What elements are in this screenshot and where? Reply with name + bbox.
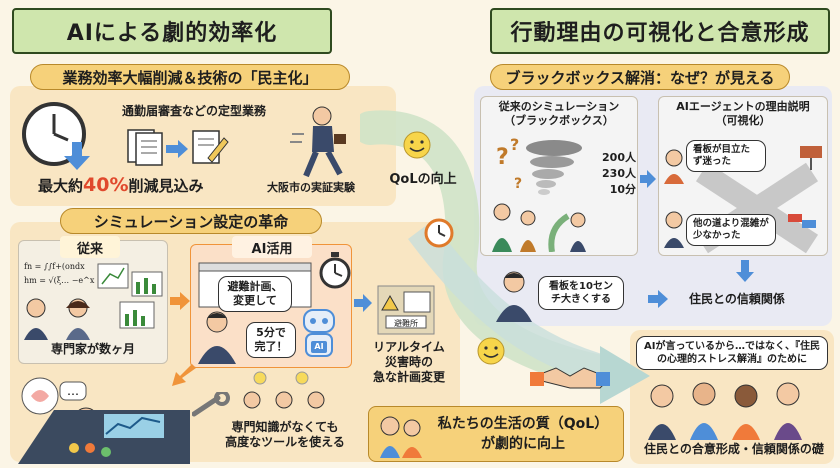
arrow-right-icon [170,292,190,310]
arrow-right-icon [166,140,188,158]
tornado-icon: ? ? ? [492,135,586,252]
right-title-text: 行動理由の可視化と合意形成 [510,21,810,46]
before-label-text: 従来 [76,241,103,257]
democratize-label: 専門知識がなくても 高度なツールを使える [200,420,370,450]
reduction-prefix: 最大約 [38,177,84,195]
explain-title-2: （可視化） [715,114,771,127]
staff-person-icon [198,311,236,364]
clock-icon [22,102,90,170]
blackbox-number-1: 200人 [602,151,636,164]
explain-bubble-2: 他の道より混雑が少なかった [686,214,776,246]
quote-bubble: AIが言っているから…ではなく、『住民の心理的ストレス解消』のために [636,336,828,370]
edit-document-icon [192,130,229,164]
staff-person-icon [496,271,532,322]
blackbox-title-2: （ブラックボックス） [504,114,614,127]
speech-bubble-evacuation: 避難計画、変更して [218,276,292,312]
right-section-heading-text: ブラックボックス解消：なぜ？が見える [505,68,775,87]
wrench-icon [192,392,230,417]
arrow-right-icon [648,290,668,308]
task-label: 通勤届審査などの定型業務 [121,104,266,118]
explain-bubble-1: 看板が目立たず迷った [686,140,766,172]
arrow-down-icon [736,260,754,282]
running-person-icon [290,106,346,178]
realtime-label: リアルタイム 災害時の 急な計画変更 [368,340,450,385]
document-icon [127,129,163,166]
stopwatch-icon [319,252,351,289]
realtime-line-3: 急な計画変更 [372,370,445,384]
qol-box-line-2: が劇的に向上 [481,436,565,452]
experts-icon [24,298,90,340]
svg-text:…: … [67,384,79,398]
blackbox-title: 従来のシミュレーション （ブラックボックス） [482,100,636,128]
robot-icon [303,309,335,357]
reduction-text: 最大約40%削減見込み [38,174,248,196]
reduction-value: 40% [83,174,129,196]
blackbox-title-1: 従来のシミュレーション [498,100,620,113]
formula-2: hm = √(ξ… −e^x [24,276,95,285]
ai-label-text: AI活用 [251,241,293,257]
qol-label: QoLの向上 [389,172,457,187]
section1-heading: 業務効率大幅削減＆技術の「民主化」 [30,64,350,90]
right-section-heading: ブラックボックス解消：なぜ？が見える [490,64,790,90]
svg-text:?: ? [514,176,522,192]
sign-label: 避難所 [394,319,418,328]
svg-text:?: ? [496,145,509,170]
left-title: AIによる劇的効率化 [12,8,332,54]
arrow-right-icon [354,294,372,312]
expert-label: 専門家が数ヶ月 [50,342,135,356]
section1-heading-text: 業務効率大幅削減＆技術の「民主化」 [62,68,318,87]
formula-1: fn = ∫∫f+(ondx [24,262,85,271]
signboard-bubble: 看板を10センチ大きくする [538,276,624,310]
democratize-line-1: 専門知識がなくても [231,420,339,434]
people-bulbs-icon [243,371,325,409]
footer-label: 住民との合意形成・信頼関係の礎 [644,442,824,456]
democratize-line-2: 高度なツールを使える [225,435,345,449]
qol-box-line-1: 私たちの生活の質（QoL） [437,416,609,432]
blackbox-numbers: 200人 230人 10分 [588,150,636,198]
smile-icon [403,131,431,159]
control-panel-icon: … [18,377,190,464]
residents-icon [648,382,802,440]
explain-title: AIエージェントの理由説明 （可視化） [660,100,826,128]
blackbox-number-2: 230人 [602,167,636,180]
explain-title-1: AIエージェントの理由説明 [676,100,810,113]
handshake-icon [530,367,610,389]
before-label: 従来 [60,236,120,258]
qol-box-text: 私たちの生活の質（QoL） が劇的に向上 [428,414,618,454]
arrow-right-icon [640,170,656,188]
clock-small-icon [424,218,454,248]
right-title: 行動理由の可視化と合意形成 [490,8,830,54]
section2-heading-text: シミュレーション設定の革命 [93,212,289,231]
warning-sign-icon [377,285,435,335]
left-title-text: AIによる劇的効率化 [66,21,278,46]
ai-chip: AI [311,341,327,353]
trust-label: 住民との信頼関係 [689,292,785,306]
ai-label: AI活用 [232,236,312,258]
realtime-line-1: リアルタイム [373,340,445,354]
section2-heading: シミュレーション設定の革命 [60,208,322,234]
arrow-down-left-icon [172,364,196,386]
reduction-suffix: 削減見込み [128,177,204,195]
realtime-line-2: 災害時の [384,355,433,369]
smile-icon [477,337,505,365]
family-icon [380,416,422,458]
blackbox-number-3: 10分 [609,183,636,196]
osaka-label: 大阪市の実証実験 [267,181,355,194]
svg-text:?: ? [510,135,519,154]
speech-bubble-done: 5分で完了！ [246,322,296,358]
charts-icon [97,263,163,329]
